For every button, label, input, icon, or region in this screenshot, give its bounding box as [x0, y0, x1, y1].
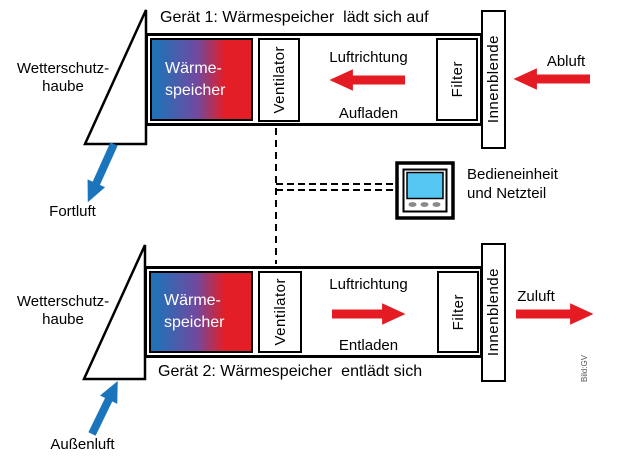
- device2-filter-box: Filter: [437, 271, 479, 353]
- control-unit-icon: [395, 161, 455, 220]
- device2-mode-label: Entladen: [338, 337, 399, 354]
- fortluft-arrow: [87, 142, 118, 203]
- device1-panel-box: Innenblende: [481, 10, 506, 149]
- zuluft-label: Zuluft: [517, 288, 555, 305]
- aussenluft-arrow: [88, 381, 118, 436]
- device1-mode-label: Aufladen: [338, 105, 399, 122]
- device2-title: Gerät 2: Wärmespeicher entlädt sich: [158, 363, 423, 380]
- control-unit-label: Bedieneinheit und Netzteil: [467, 166, 558, 202]
- weather-hood-1: [83, 9, 148, 146]
- device2-panel-box: Innenblende: [481, 243, 506, 382]
- weather-hood-2: [82, 244, 147, 381]
- device2-hood-label: Wetterschutz- haube: [16, 293, 110, 328]
- device2-heat-store-label: Wärme- speicher: [164, 292, 225, 331]
- device2-fan-label: Ventilator: [271, 278, 289, 346]
- device1-filter-label: Filter: [448, 61, 466, 98]
- device2-fan-box: Ventilator: [258, 271, 302, 353]
- signal-cable: [275, 128, 394, 264]
- abluft-label: Abluft: [546, 53, 586, 70]
- device2-panel-label: Innenblende: [485, 268, 502, 357]
- image-credit: Bild:GV: [580, 354, 589, 382]
- device1-title: Gerät 1: Wärmespeicher lädt sich auf: [160, 9, 429, 26]
- device2-filter-label: Filter: [449, 293, 467, 331]
- device1-heat-store-label: Wärme- speicher: [165, 59, 226, 99]
- device1-heat-store: Wärme- speicher: [150, 38, 253, 121]
- device1-filter-box: Filter: [436, 38, 478, 121]
- device2-air-direction-label: Luftrichtung: [329, 276, 408, 293]
- device1-air-direction-label: Luftrichtung: [329, 49, 408, 66]
- device2-heat-store: Wärme- speicher: [149, 271, 253, 353]
- aussenluft-label: Außenluft: [50, 436, 115, 453]
- device1-panel-label: Innenblende: [485, 35, 502, 124]
- device1-fan-box: Ventilator: [258, 38, 300, 122]
- device1-hood-label: Wetterschutz- haube: [16, 60, 110, 95]
- fortluft-label: Fortluft: [49, 203, 96, 220]
- device1-fan-label: Ventilator: [270, 46, 288, 114]
